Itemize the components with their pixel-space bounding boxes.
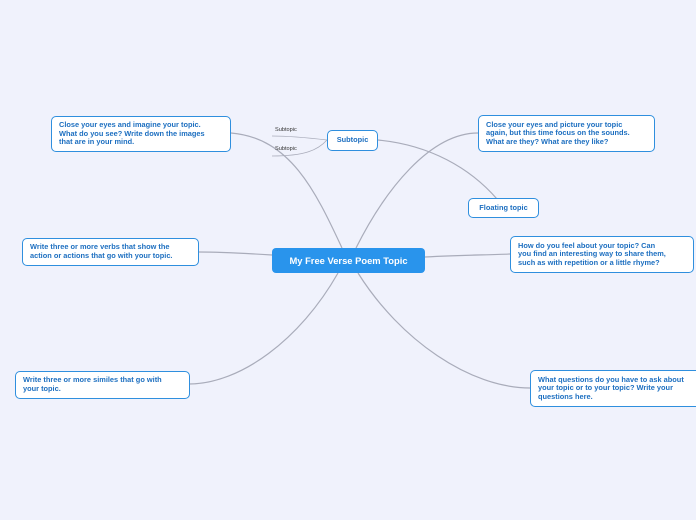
topic-questions[interactable]: What questions do you have to ask about … — [530, 370, 696, 407]
central-topic[interactable]: My Free Verse Poem Topic — [272, 248, 425, 273]
floating-topic[interactable]: Floating topic — [468, 198, 539, 218]
connector-questions — [357, 272, 531, 389]
connector-sounds — [355, 132, 479, 249]
floating-subtopic[interactable]: Subtopic — [327, 130, 378, 151]
connector-floating — [377, 139, 498, 200]
topic-imagine[interactable]: Close your eyes and imagine your topic. … — [51, 116, 231, 152]
connector-subtopic-1 — [271, 135, 328, 141]
subtopic-label-2[interactable]: Subtopic — [275, 146, 297, 152]
topic-sounds[interactable]: Close your eyes and picture your topic a… — [478, 115, 655, 152]
connector-verbs — [198, 251, 273, 256]
topic-similes[interactable]: Write three or more similes that go with… — [15, 371, 190, 399]
subtopic-label-1[interactable]: Subtopic — [275, 127, 297, 133]
connector-imagine — [230, 132, 343, 249]
connector-similes — [188, 272, 339, 385]
connector-subtopic-2 — [271, 139, 328, 157]
connector-feel — [424, 253, 511, 258]
topic-verbs[interactable]: Write three or more verbs that show the … — [22, 238, 199, 266]
topic-feel[interactable]: How do you feel about your topic? Can yo… — [510, 236, 694, 273]
